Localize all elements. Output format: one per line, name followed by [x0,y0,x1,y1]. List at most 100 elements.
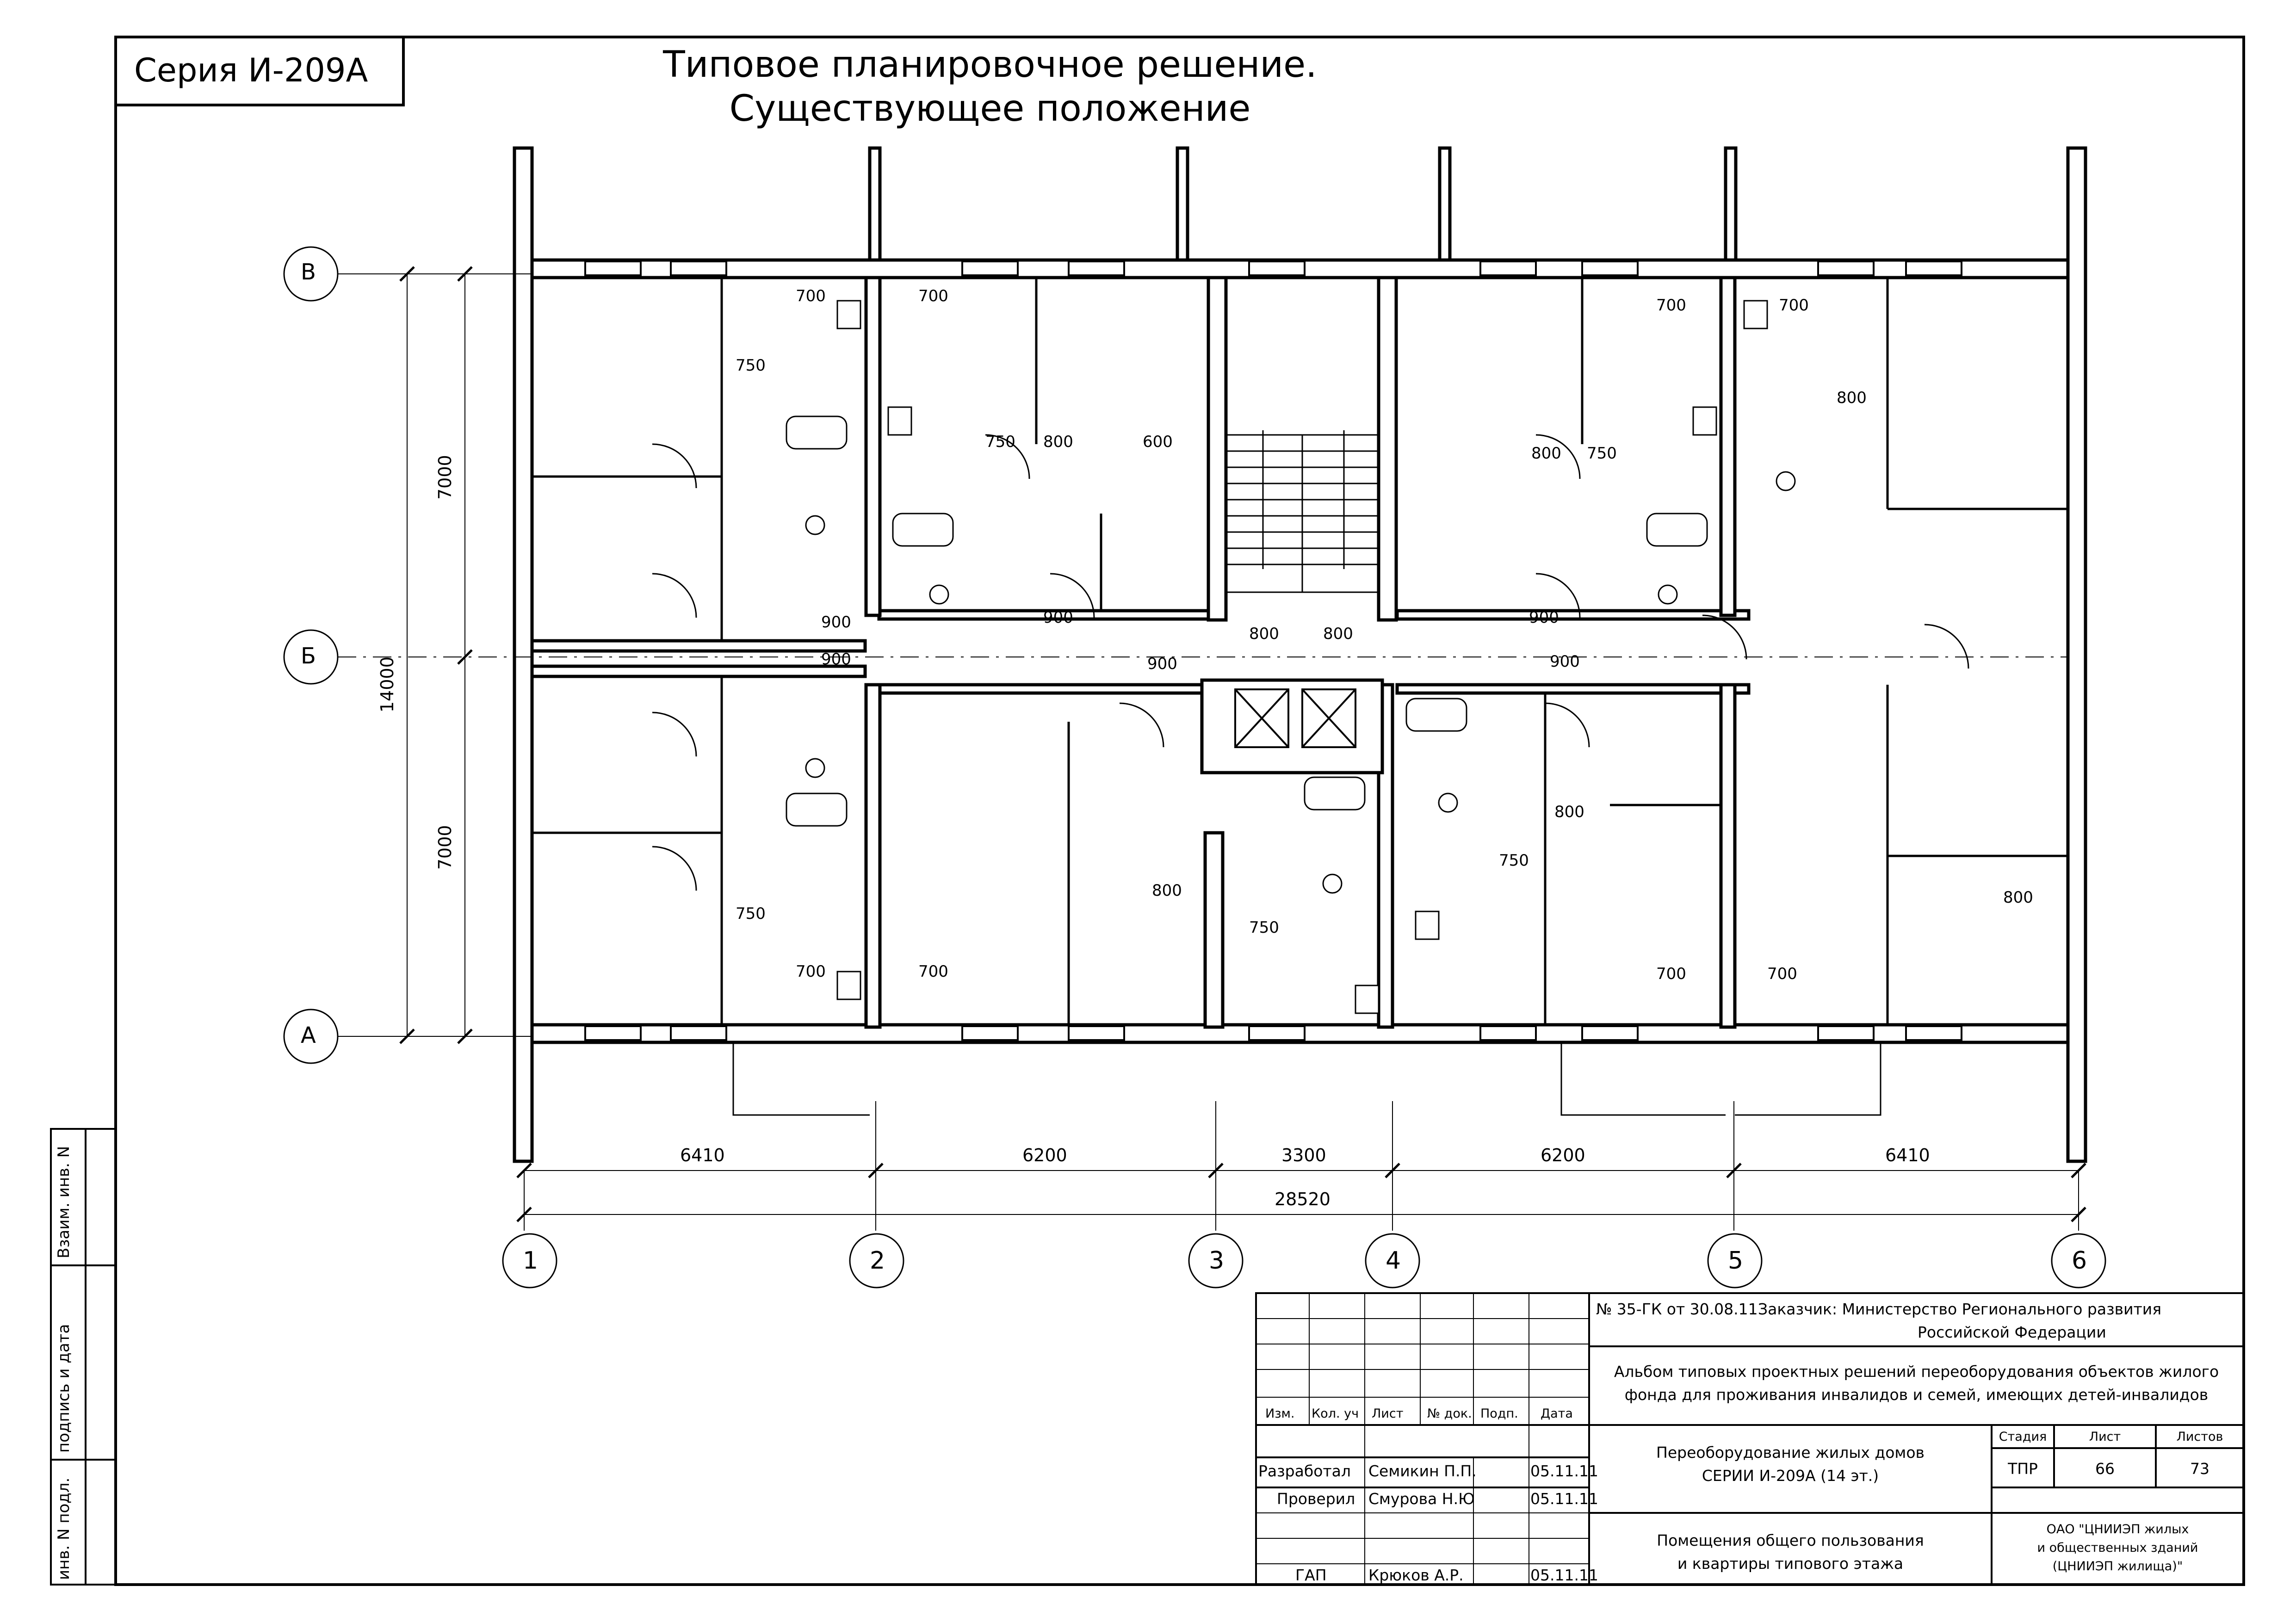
sheet-frame [114,36,2245,1586]
dim-span-1: 6410 [680,1145,725,1165]
door-dim: 900 [821,613,851,632]
door-dim: 700 [918,287,948,305]
axis-bubbles [283,246,2106,1288]
axis-label-a: А [301,1022,316,1048]
axis-label-v: В [301,259,316,285]
tb-album-line1: Альбом типовых проектных решений переобо… [1614,1363,2219,1381]
dim-upper-7000: 7000 [435,455,455,500]
door-dim: 900 [1043,608,1073,627]
tb-name-checker: Смурова Н.Ю [1368,1490,1475,1508]
door-dim: 750 [736,904,766,923]
axis-label-5: 5 [1728,1247,1744,1275]
tb-date-checker: 05.11.11 [1530,1490,1598,1508]
door-dim: 800 [2003,888,2033,907]
dim-span-5: 6410 [1885,1145,1930,1165]
series-label: Серия И-209А [116,37,405,106]
tb-date-developer: 05.11.11 [1530,1462,1598,1480]
door-dim: 750 [985,433,1015,451]
door-dim: 700 [796,962,826,981]
door-dim: 800 [1043,433,1073,451]
door-dim: 700 [918,962,948,981]
building-walls [513,146,2087,1163]
door-dim: 800 [1837,389,1867,407]
tb-sheet-label: Лист [2089,1430,2121,1444]
tb-role-developer: Разработал [1258,1462,1351,1480]
door-dim: 900 [1147,655,1177,673]
door-dim: 700 [1779,296,1809,315]
interior-partitions [532,278,2068,1025]
tb-org-line3: (ЦНИИЭП жилища)" [2052,1559,2183,1573]
door-dim: 750 [736,356,766,375]
tb-customer-line1: Заказчик: Министерство Регионального раз… [1758,1300,2162,1318]
tb-stage-label: Стадия [1999,1430,2047,1444]
door-dim: 900 [1550,652,1580,671]
window-openings [584,260,1962,1041]
balconies [732,1042,1881,1116]
door-dim: 900 [821,650,851,669]
door-dim: 700 [1656,296,1686,315]
dim-overall: 28520 [1275,1189,1331,1209]
tb-album-line2: фонда для проживания инвалидов и семей, … [1624,1386,2209,1404]
stamp-cross-ref: Взаим. инв. N [55,1146,73,1258]
tb-header-doc: № док. [1427,1406,1472,1421]
tb-name-developer: Семикин П.П. [1368,1462,1477,1480]
door-dim: 700 [1767,965,1797,983]
tb-role-gap: ГАП [1295,1566,1327,1584]
tb-project-line1: Переоборудование жилых домов [1656,1443,1925,1462]
axis-label-2: 2 [870,1247,885,1275]
tb-org-line1: ОАО "ЦНИИЭП жилых [2046,1522,2189,1536]
tb-project-line2: СЕРИИ И-209А (14 эт.) [1702,1467,1879,1485]
door-dim: 750 [1499,851,1529,870]
dim-lower-7000: 7000 [435,825,455,870]
dim-14000: 14000 [377,657,397,712]
tb-header-date: Дата [1541,1406,1573,1421]
stamp-original-inv: инв. N подл. [55,1477,73,1580]
tb-sheet-number: 66 [2095,1460,2115,1478]
tb-org-line2: и общественных зданий [2037,1541,2198,1555]
tb-sheet-title-line1: Помещения общего пользования [1657,1531,1924,1549]
door-dim: 700 [1656,965,1686,983]
tb-customer-line2: Российской Федерации [1918,1323,2106,1341]
axis-label-3: 3 [1209,1247,1225,1275]
tb-header-list: Лист [1372,1406,1404,1421]
dimension-ticks [399,266,2086,1222]
door-dim: 900 [1529,608,1559,627]
tb-sheets-label: Листов [2176,1430,2223,1444]
axis-label-b: Б [301,643,316,669]
axis-label-1: 1 [523,1247,538,1275]
elevator-cabins [1234,688,1356,748]
tb-name-gap: Крюков А.Р. [1368,1566,1464,1584]
door-dim: 700 [796,287,826,305]
door-dim: 800 [1152,881,1182,900]
tb-header-izm: Изм. [1265,1406,1295,1421]
axis-label-6: 6 [2072,1247,2087,1275]
door-dim: 800 [1249,625,1279,643]
title-block-grid [1255,1292,2245,1586]
door-dim: 750 [1587,444,1617,463]
side-stamp [50,1128,117,1586]
door-dim: 600 [1143,433,1173,451]
dim-span-4: 6200 [1541,1145,1585,1165]
door-dim: 800 [1323,625,1353,643]
dim-span-3: 3300 [1281,1145,1326,1165]
staircase [1225,430,1380,593]
tb-date-gap: 05.11.11 [1530,1566,1598,1584]
door-swings [652,434,1969,891]
grid-axes [338,273,2079,1231]
axis-label-4: 4 [1386,1247,1401,1275]
tb-stage: ТПР [2008,1460,2038,1478]
dimension-lines [407,274,2079,1215]
sanitary-fixtures [786,300,1796,1014]
tb-sheet-title-line2: и квартиры типового этажа [1677,1555,1904,1573]
door-dim: 750 [1249,918,1279,937]
tb-role-checker: Проверил [1277,1490,1355,1508]
dim-span-2: 6200 [1022,1145,1067,1165]
drawing-title-line2: Существующее положение [729,88,1251,130]
tb-contract: № 35-ГК от 30.08.11 [1596,1300,1758,1318]
tb-header-sign: Подп. [1480,1406,1518,1421]
drawing-title-line1: Типовое планировочное решение. [663,44,1317,86]
door-dim: 800 [1531,444,1561,463]
title-block-thin [1256,1293,1589,1585]
tb-sheets-total: 73 [2190,1460,2209,1478]
